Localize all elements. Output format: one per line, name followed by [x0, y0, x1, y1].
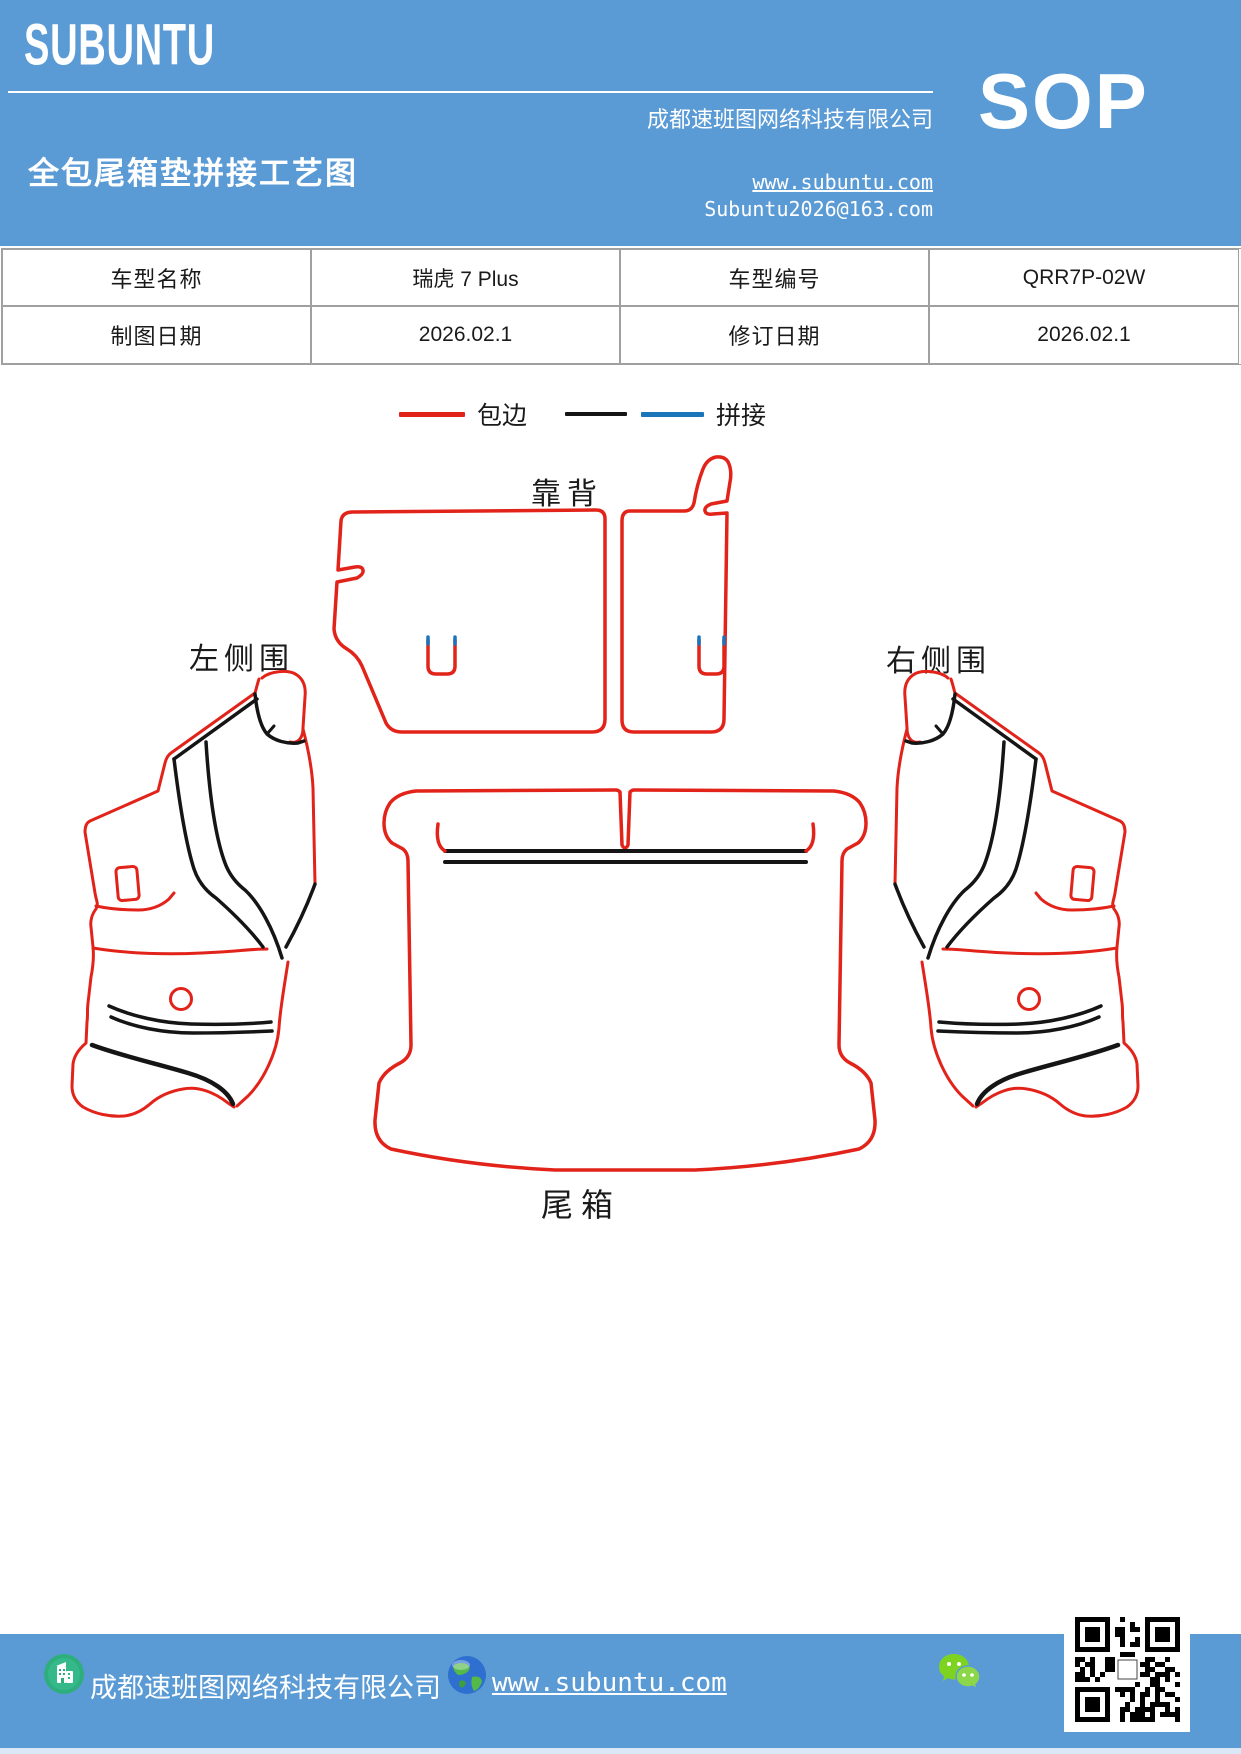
trunk-outline: [373, 788, 877, 1172]
table-label-draw-date: 制图日期: [2, 306, 311, 364]
backrest-right-outline: [620, 455, 733, 734]
side-piece-circle-cutout: [169, 987, 193, 1011]
vehicle-info-table: 车型名称 瑞虎 7 Plus 车型编号 QRR7P-02W 制图日期 2026.…: [1, 248, 1241, 365]
right-side-piece: [895, 671, 1138, 1116]
trunk-piece: [373, 788, 877, 1172]
header-divider-line: [8, 91, 933, 93]
footer-band: [0, 1634, 1241, 1748]
splice-label: 拼接: [716, 402, 767, 430]
line-legend: 包边 拼接: [399, 399, 767, 430]
table-value-model-code: QRR7P-02W: [929, 249, 1239, 306]
header-website-link[interactable]: www.subuntu.com: [752, 170, 933, 194]
trunk-label: 尾箱: [541, 1187, 622, 1223]
brand-logo: SUBUNTU: [24, 11, 215, 78]
backrest-right-headrest-slot: [697, 638, 726, 676]
table-value-revise-date: 2026.02.1: [929, 306, 1239, 364]
side-piece-rect-cutout: [114, 865, 141, 903]
backrest-right-piece: [620, 455, 733, 734]
edge-binding-swatch: [399, 411, 465, 417]
splice-black-swatch: [565, 412, 628, 416]
footer-company-name: 成都速班图网络科技有限公司: [90, 1673, 441, 1703]
backrest-left-slot-splice-tips: [426, 635, 457, 646]
header-band: SUBUNTU 成都速班图网络科技有限公司 全包尾箱垫拼接工艺图 www.sub…: [0, 0, 1241, 246]
table-label-model-name: 车型名称: [2, 249, 311, 306]
splice-blue-swatch: [641, 411, 705, 417]
side-piece-splice-seams: [89, 692, 317, 1107]
header-email: Subuntu2026@163.com: [704, 197, 933, 221]
table-label-model-code: 车型编号: [620, 249, 929, 306]
backrest-left-piece: [332, 508, 607, 734]
header-company-name: 成都速班图网络科技有限公司: [646, 107, 933, 132]
trunk-splice-seams: [443, 849, 808, 864]
backrest-label: 靠背: [531, 478, 603, 511]
backrest-right-slot-splice-tips: [697, 635, 726, 646]
edge-binding-label: 包边: [477, 402, 528, 430]
side-piece-red-edges: [70, 669, 317, 1118]
left-side-piece: [70, 669, 317, 1118]
sop-badge: SOP: [978, 57, 1149, 145]
footer-website-link[interactable]: www.subuntu.com: [492, 1668, 727, 1698]
page-title: 全包尾箱垫拼接工艺图: [28, 156, 358, 191]
globe-icon: [448, 1656, 486, 1694]
footer-bottom-strip: [0, 1748, 1241, 1754]
building-icon: [44, 1654, 84, 1694]
qr-code-pattern: [1074, 1616, 1180, 1722]
table-label-revise-date: 修订日期: [620, 306, 929, 364]
table-value-model-name: 瑞虎 7 Plus: [311, 249, 620, 306]
table-value-draw-date: 2026.02.1: [311, 306, 620, 364]
trunk-seam-lead-ins: [435, 822, 816, 853]
wechat-icon: [939, 1654, 981, 1690]
qr-code: [1064, 1606, 1190, 1732]
backrest-left-headrest-slot: [426, 638, 457, 676]
backrest-left-outline: [332, 508, 607, 734]
right-side-label: 右侧围: [886, 645, 991, 678]
left-side-label: 左侧围: [189, 643, 294, 676]
